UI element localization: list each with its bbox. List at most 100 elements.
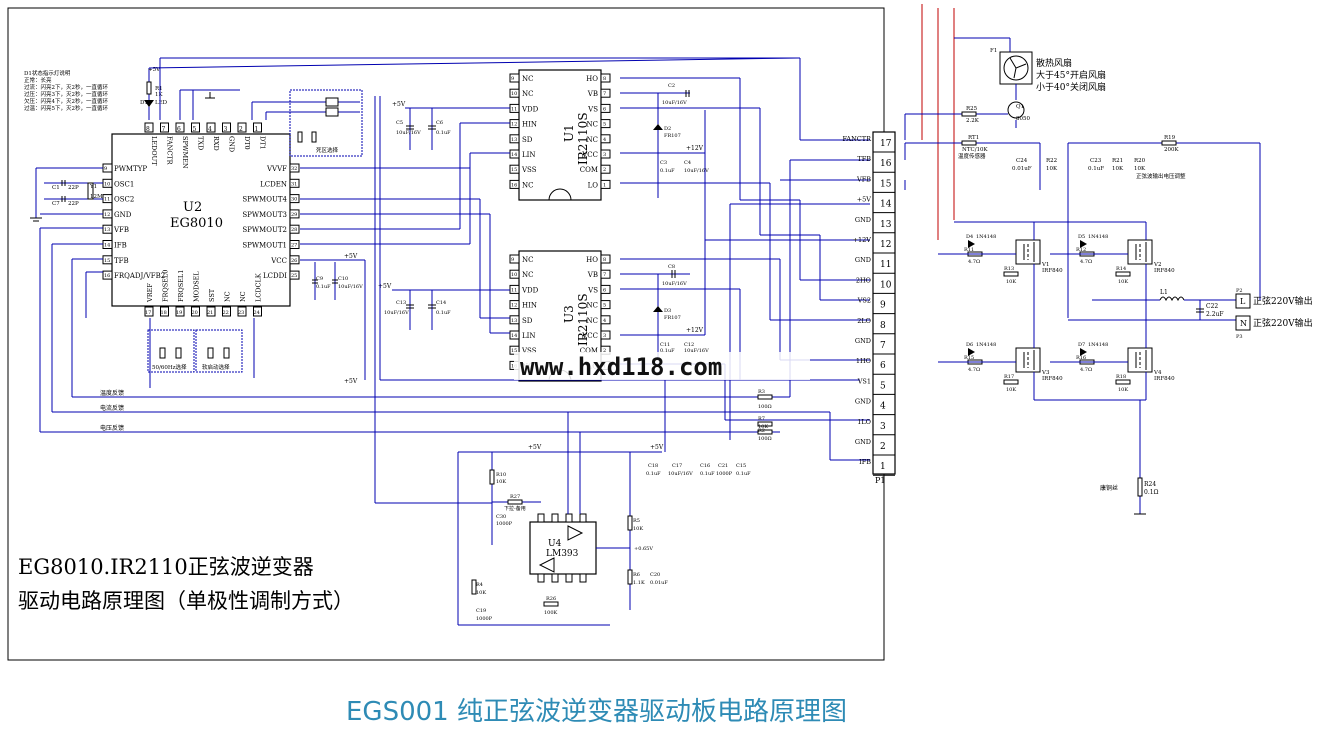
pin-name: VB [587, 271, 598, 279]
pin-box [160, 122, 169, 133]
mosfet-ref: V1 [1041, 262, 1049, 268]
pin-name: TFB [114, 257, 129, 265]
pin-number: 3 [603, 152, 606, 158]
gate-wiring [159, 57, 870, 461]
pin-box [509, 254, 520, 264]
r4-ref: R4 [476, 582, 483, 588]
pin-box [253, 122, 262, 133]
r20-ref: R20 [1134, 158, 1146, 164]
pin-number: 32 [291, 166, 297, 172]
dead-time-jumper: 死区选择 [179, 89, 363, 157]
c2-value: 10uF/16V [662, 100, 687, 106]
pin-name: LEDOUT [150, 136, 158, 166]
pin-box [600, 179, 611, 189]
c10-ref: C10 [338, 276, 348, 282]
dead-time-label: 死区选择 [316, 146, 339, 154]
r20-note: 正弦波输出电压调整 [1136, 172, 1186, 180]
c15-value: 0.1uF [736, 471, 751, 477]
pin-number: 6 [603, 106, 606, 112]
gs-resistor-value: 10K [1006, 279, 1016, 285]
pin-name: SST [208, 288, 216, 302]
pin-number: 12 [511, 122, 517, 128]
c15-ref: C15 [736, 463, 746, 469]
led-note-title: D1状态指示灯说明 [24, 69, 71, 77]
c16-value: 0.1uF [700, 471, 715, 477]
pin-name: SPWMOUT4 [242, 196, 287, 204]
pin-number: 17 [145, 310, 151, 316]
r26-ref: R26 [546, 596, 556, 602]
pin-name: MODSEL [193, 271, 201, 302]
pin-name: FRQADJ/VFB2 [114, 272, 165, 280]
gs-resistor-ref: R17 [1004, 374, 1014, 380]
pin-number: 4 [603, 318, 606, 324]
pin-number: 2 [603, 167, 606, 173]
c24-value: 0.01uF [1012, 166, 1032, 172]
pin-number: 10 [511, 91, 517, 97]
pin-number: 7 [162, 126, 166, 133]
pin-name: OSC2 [114, 196, 134, 204]
c20-ref: C20 [650, 572, 660, 578]
pin-box [509, 315, 520, 325]
caption-prefix: EGS001 [346, 697, 449, 727]
pin-box [509, 88, 520, 98]
connector-p1: P1 17FANCTR16TFB15VFB14+5V13GND12+12V11G… [842, 131, 896, 485]
connector-pin-name: GND [855, 216, 871, 224]
pin-box [600, 149, 611, 159]
pin-number: 10 [511, 272, 517, 278]
output-n-label: 正弦220V输出 [1253, 317, 1313, 329]
pin-name: NC [522, 75, 533, 83]
pin-name: VFB [113, 226, 129, 234]
c18-value: 0.1uF [646, 471, 661, 477]
fan-label: 散热风扇 [1036, 57, 1072, 69]
pin-name: COM [580, 166, 598, 174]
c8-value: 10uF/16V [662, 281, 687, 287]
pin-name: FRQSEL0 [162, 270, 170, 302]
r2-value: 100Ω [758, 436, 772, 442]
led-note-line: 过流：闪亮2下，灭2秒，一直循环 [24, 83, 108, 91]
freq-select-label: 50/60Hz选择 [152, 363, 187, 371]
u2-power-caps: C9 0.1uF C10 10uF/16V +5V +5V [300, 253, 366, 385]
connector-pin-name: 1HO [856, 357, 871, 365]
title-line-2: 驱动电路原理图（单极性调制方式） [18, 589, 354, 613]
u3-bootstrap: C8 10uF/16V D3 FR107 +12V C11 0.1uF C12 … [620, 264, 709, 360]
connector-pin-name: FANCTR [842, 135, 872, 143]
r25-value: 2.2K [966, 118, 980, 124]
c30-ref: C30 [496, 514, 506, 520]
pin-box [509, 269, 520, 279]
pin-number: 13 [511, 137, 517, 143]
gs-resistor-value: 10K [1006, 387, 1016, 393]
c18-ref: C18 [648, 463, 658, 469]
pin-name: LCDDI [263, 272, 287, 280]
pin-number: 6 [177, 126, 181, 133]
pin-box [253, 306, 262, 317]
c17-ref: C17 [672, 463, 682, 469]
r20-value: 10K [1134, 166, 1146, 172]
pin-name: GND [228, 136, 236, 152]
r22-value: 10K [1046, 166, 1058, 172]
c20-value: 0.01uF [650, 580, 668, 586]
current-feedback-label: 电流反馈 [100, 404, 124, 412]
c4-value: 10uF/16V [684, 168, 709, 174]
output-n-terminal: N [1240, 319, 1247, 328]
c9-ref: C9 [316, 276, 323, 282]
output-l-label: 正弦220V输出 [1253, 295, 1313, 307]
pin-number: 14 [511, 333, 517, 339]
connector-pin-name: 2HO [856, 276, 871, 284]
pin-box [600, 73, 611, 83]
c5-ref: C5 [396, 120, 403, 126]
pin-name: NC [224, 291, 232, 302]
fan-off-label: 小于40°关闭风扇 [1036, 81, 1106, 93]
pin-box [600, 164, 611, 174]
pin-box [289, 240, 300, 249]
diode-ref: D5 [1078, 234, 1085, 240]
pin-name: LO [588, 181, 599, 189]
rt1-value: NTC/10K [962, 147, 989, 153]
net-5v-label: +5V [392, 101, 406, 108]
pin-number: 1 [255, 126, 259, 133]
ir2110-body [518, 69, 602, 201]
